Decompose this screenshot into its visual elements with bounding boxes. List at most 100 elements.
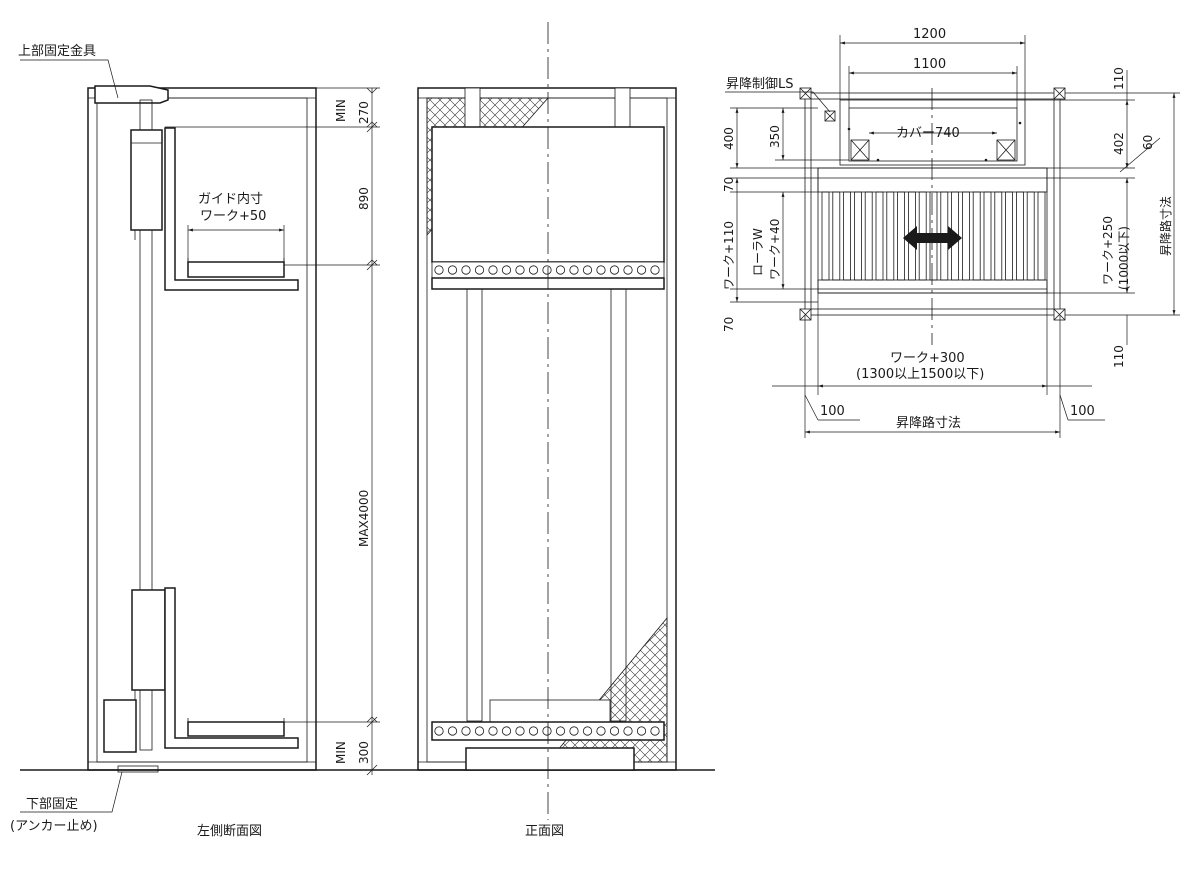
corner-post-bl bbox=[799, 308, 812, 321]
dim-110-top: 110 bbox=[1112, 67, 1126, 90]
dim-work-300-note: (1300以上1500以下) bbox=[856, 367, 984, 382]
dim-work-40: ワーク+40 bbox=[768, 219, 782, 280]
dim-bottom-min-label: MIN bbox=[334, 741, 348, 764]
plan-roller bbox=[1037, 191, 1046, 281]
roller-circle bbox=[623, 726, 633, 736]
roller-circle bbox=[569, 726, 579, 736]
plan-cover-unit bbox=[839, 99, 1026, 166]
plan-roller bbox=[832, 191, 841, 281]
roller-circle bbox=[623, 265, 633, 275]
dim-1100: 1100 bbox=[913, 57, 946, 72]
roller-circle bbox=[636, 726, 647, 736]
roller-circle bbox=[555, 265, 566, 275]
roller-circle bbox=[650, 265, 660, 275]
upper-drive-box bbox=[130, 129, 163, 231]
plan-roller bbox=[864, 191, 873, 281]
dim-bottom-min-value: 300 bbox=[357, 741, 371, 764]
roller-circle bbox=[582, 726, 593, 736]
roller-circle bbox=[461, 265, 471, 275]
front-view bbox=[417, 22, 677, 820]
dim-top-min-value: 270 bbox=[357, 101, 371, 124]
plan-roller bbox=[886, 191, 895, 281]
plan-roller bbox=[1026, 191, 1035, 281]
plan-roller bbox=[983, 191, 992, 281]
corner-post-br bbox=[1053, 308, 1066, 321]
plan-roller bbox=[994, 191, 1003, 281]
roller-circle bbox=[488, 726, 498, 736]
plan-roller bbox=[897, 191, 905, 281]
plan-roller bbox=[843, 191, 851, 281]
roller-circle bbox=[515, 265, 525, 275]
plan-roller bbox=[1016, 191, 1024, 281]
plan-roller bbox=[972, 191, 981, 281]
label-bottom-fix: 下部固定 bbox=[26, 797, 78, 812]
label-anchor: (アンカー止め) bbox=[10, 819, 98, 834]
caption-side-view: 左側断面図 bbox=[197, 824, 262, 839]
roller-circle bbox=[569, 265, 579, 275]
roller-circle bbox=[555, 726, 566, 736]
label-guide-2: ワーク+50 bbox=[200, 209, 266, 224]
label-guide-1: ガイド内寸 bbox=[198, 191, 263, 207]
roller-circle bbox=[461, 726, 471, 736]
plan-roller bbox=[875, 191, 884, 281]
corner-post-tr bbox=[1053, 87, 1066, 100]
roller-circle bbox=[501, 265, 512, 275]
caption-front-view: 正面図 bbox=[525, 824, 564, 839]
roller-circle bbox=[434, 726, 444, 736]
plan-roller bbox=[1005, 191, 1013, 281]
dim-60: 60 bbox=[1141, 135, 1155, 150]
dim-shaft-bottom: 昇降路寸法 bbox=[896, 415, 961, 431]
side-mast bbox=[139, 99, 153, 751]
roller-circle bbox=[515, 726, 525, 736]
dim-402: 402 bbox=[1112, 132, 1126, 155]
dim-roller-w: ローラW bbox=[751, 228, 765, 276]
roller-circle bbox=[582, 265, 593, 275]
roller-circle bbox=[650, 726, 660, 736]
dim-max-height: MAX4000 bbox=[357, 490, 371, 547]
side-dimensions bbox=[165, 87, 380, 776]
dim-350: 350 bbox=[768, 125, 782, 148]
roller-circle bbox=[501, 726, 512, 736]
roller-circle bbox=[474, 265, 485, 275]
roller-circle bbox=[434, 265, 444, 275]
plan-roller bbox=[821, 191, 830, 281]
dim-100-right: 100 bbox=[1070, 404, 1095, 419]
plan-dimensions bbox=[730, 35, 1180, 438]
dim-70-bottom: 70 bbox=[722, 317, 736, 332]
dim-110-bottom: 110 bbox=[1112, 345, 1126, 368]
corner-post-tl bbox=[799, 87, 812, 100]
roller-circle bbox=[542, 726, 552, 736]
dim-work-250: ワーク+250 bbox=[1101, 216, 1115, 285]
front-base bbox=[465, 747, 635, 771]
dim-work-250-note: (1000以下) bbox=[1117, 226, 1131, 290]
roller-circle bbox=[542, 265, 552, 275]
dim-work-110: ワーク+110 bbox=[722, 221, 736, 290]
roller-circle bbox=[596, 726, 606, 736]
lower-roller bbox=[187, 721, 285, 737]
dim-70-top: 70 bbox=[722, 177, 736, 192]
lower-drive-box bbox=[131, 589, 166, 691]
label-cover: カバー740 bbox=[896, 126, 960, 141]
leaders bbox=[20, 59, 831, 813]
lower-carriage bbox=[164, 587, 299, 749]
dim-100-left: 100 bbox=[820, 404, 845, 419]
roller-circle bbox=[609, 726, 620, 736]
dim-1200: 1200 bbox=[913, 27, 946, 42]
side-frame-outer bbox=[87, 87, 317, 771]
dim-400: 400 bbox=[722, 127, 736, 150]
upper-carriage bbox=[164, 127, 299, 291]
top-bracket bbox=[94, 85, 169, 104]
roller-circle bbox=[596, 265, 606, 275]
plan-roller bbox=[854, 191, 862, 281]
roller-circle bbox=[528, 726, 539, 736]
upper-roller bbox=[187, 261, 285, 278]
label-top-bracket: 上部固定金具 bbox=[18, 43, 96, 59]
plan-roller bbox=[962, 191, 970, 281]
upper-rollers bbox=[434, 265, 660, 275]
roller-circle bbox=[474, 726, 485, 736]
dim-top-min-label: MIN bbox=[334, 99, 348, 122]
side-view bbox=[87, 85, 317, 773]
roller-circle bbox=[447, 726, 458, 736]
roller-circle bbox=[636, 265, 647, 275]
